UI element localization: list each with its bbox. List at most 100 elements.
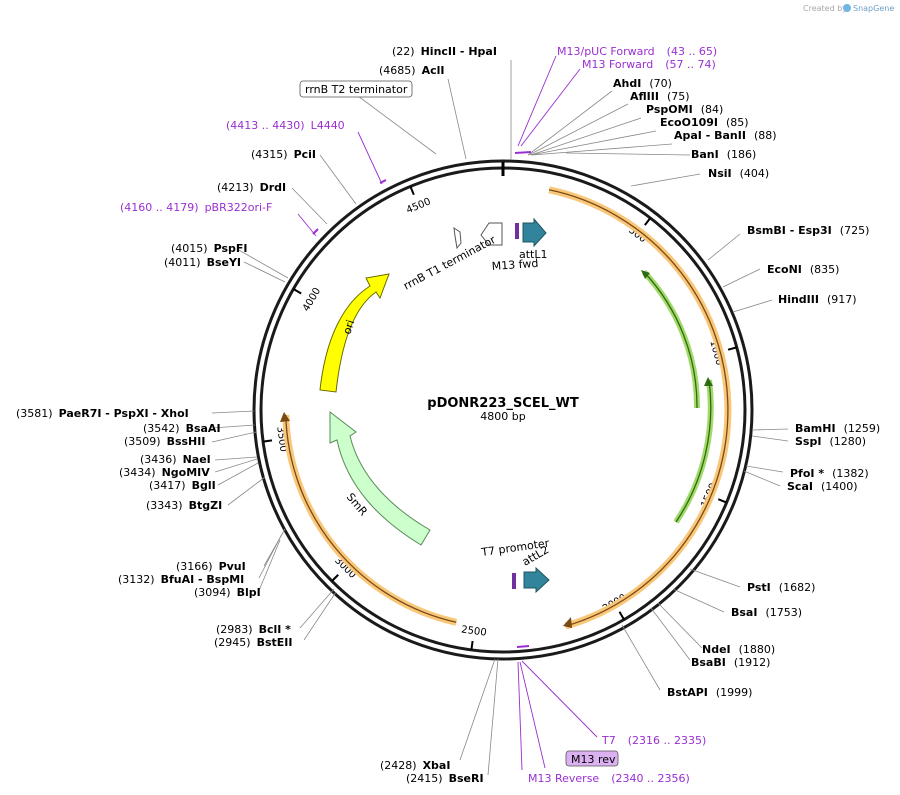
site-position: (3094) <box>194 586 231 599</box>
restriction-site-label[interactable]: (3343)BtgZI <box>146 499 222 512</box>
restriction-site-label[interactable]: (3417)BglI <box>149 479 216 492</box>
site-position: (2428) <box>380 759 417 772</box>
orf-right-arrowhead <box>563 617 572 628</box>
m13-rev-box[interactable]: M13 rev <box>565 750 619 767</box>
site-position: (22) <box>392 45 415 58</box>
restriction-site-label[interactable]: SspI (1280) <box>795 435 866 448</box>
tick-mark <box>470 640 474 651</box>
primer-labels: M13/pUC Forward(43 .. 65)M13 Forward(57 … <box>120 45 717 785</box>
restriction-site-label[interactable]: (3166)PvuI <box>176 560 246 573</box>
restriction-site-label[interactable]: EcoNI(835) <box>767 263 839 276</box>
primer-range: (4160 .. 4179) <box>120 201 199 214</box>
orf-green-inner-line <box>675 379 712 523</box>
rrnb-t2-label: rrnB T2 terminator <box>305 83 408 96</box>
restriction-site-label[interactable]: ApaI - BanII(88) <box>674 129 777 142</box>
restriction-site-label[interactable]: PstI(1682) <box>747 581 815 594</box>
site-position: (1382) <box>832 467 869 480</box>
rrnb-t2-terminator-box[interactable]: rrnB T2 terminator <box>299 80 413 98</box>
site-enzyme-name: NdeI <box>702 643 731 656</box>
site-enzyme-name: AclI <box>422 64 445 77</box>
restriction-site-label[interactable]: (3581)PaeR7I - PspXI - XhoI <box>16 407 189 420</box>
site-enzyme-name: PvuI <box>219 560 246 573</box>
restriction-site-label[interactable]: (4685)AclI <box>379 64 444 77</box>
tick-label: 2500 <box>460 624 487 638</box>
attl1-label: attL1 <box>519 248 548 261</box>
rrnb-t1-label: rrnB T1 terminator <box>401 233 498 293</box>
restriction-site-label[interactable]: BstAPI(1999) <box>667 686 752 699</box>
restriction-site-label[interactable]: PspOMI (84) <box>646 103 723 116</box>
restriction-site-label[interactable]: (2415)BseRI <box>406 772 484 785</box>
restriction-site-label[interactable]: (4213)DrdI <box>217 181 286 194</box>
tick-mark <box>644 217 652 226</box>
restriction-site-label[interactable]: EcoO109I(85) <box>660 116 749 129</box>
m13-rev-label: M13 rev <box>571 753 616 766</box>
site-position: (4015) <box>171 242 208 255</box>
primer-label[interactable]: T7(2316 .. 2335) <box>601 734 706 747</box>
primer-label[interactable]: (4413 .. 4430)L4440 <box>226 119 345 132</box>
plasmid-length: 4800 bp <box>480 410 525 423</box>
restriction-site-label[interactable]: BsmBI - Esp3I(725) <box>747 224 869 237</box>
restriction-site-label[interactable]: (3132)BfuAI - BspMI <box>118 573 244 586</box>
restriction-site-label[interactable]: (22) HincII - HpaI <box>392 45 497 58</box>
restriction-site-label[interactable]: PfoI *(1382) <box>790 467 869 480</box>
restriction-site-labels: (22) HincII - HpaI (4685)AclI AhdI(70)AflII… <box>16 45 880 785</box>
restriction-site-label[interactable]: BsaI(1753) <box>731 606 802 619</box>
site-enzyme-name: BamHI <box>795 422 836 435</box>
restriction-site-label[interactable]: (4015) PspFI <box>171 242 247 255</box>
primer-label[interactable]: M13 Forward(57 .. 74) <box>582 58 716 71</box>
attl2-feature[interactable] <box>523 566 550 594</box>
restriction-site-label[interactable]: (2428)XbaI <box>380 759 450 772</box>
site-position: (1753) <box>765 606 802 619</box>
restriction-site-label[interactable]: (3542)BsaAI <box>143 422 221 435</box>
restriction-site-label[interactable]: (4315)PciI <box>251 148 316 161</box>
primer-label[interactable]: M13/pUC Forward(43 .. 65) <box>557 45 717 58</box>
restriction-site-label[interactable]: (3434)NgoMIV <box>119 466 210 479</box>
attl1-feature[interactable] <box>522 217 547 248</box>
restriction-site-label[interactable]: NdeI (1880) <box>702 643 775 656</box>
site-position: (3434) <box>119 466 156 479</box>
restriction-site-label[interactable]: (4011)BseYI <box>164 256 241 269</box>
tick-mark <box>262 439 273 443</box>
site-enzyme-name: SspI <box>795 435 821 448</box>
smr-feature[interactable] <box>329 410 431 546</box>
restriction-site-label[interactable]: (2945)BstEII <box>214 636 292 649</box>
site-enzyme-name: PaeR7I - PspXI - XhoI <box>59 407 189 420</box>
restriction-site-label[interactable]: ScaI(1400) <box>787 480 858 493</box>
restriction-site-label[interactable]: AhdI(70) <box>613 77 672 90</box>
restriction-site-label[interactable]: NsiI(404) <box>708 167 769 180</box>
site-enzyme-name: BtgZI <box>189 499 223 512</box>
restriction-site-label[interactable]: BsaBI(1912) <box>691 656 770 669</box>
orf-green-inner-arrowhead <box>704 377 713 386</box>
restriction-site-label[interactable]: (3436)NaeI <box>140 453 211 466</box>
site-position: (3132) <box>118 573 155 586</box>
restriction-site-label[interactable]: (2983)BclI * <box>216 623 291 636</box>
site-position: (1880) <box>739 643 776 656</box>
site-enzyme-name: HindIII <box>778 293 819 306</box>
site-enzyme-name: PspOMI <box>646 103 693 116</box>
site-leader-lines <box>211 60 789 776</box>
site-enzyme-name: PspFI <box>214 242 248 255</box>
rrnb-t1-terminator-arrow[interactable] <box>480 222 503 246</box>
ori-feature[interactable] <box>319 273 390 393</box>
site-position: (1280) <box>829 435 866 448</box>
restriction-site-label[interactable]: BamHI(1259) <box>795 422 880 435</box>
primer-label[interactable]: M13 Reverse(2340 .. 2356) <box>528 772 690 785</box>
site-position: (85) <box>726 116 749 129</box>
restriction-site-label[interactable]: AflIII(75) <box>630 90 690 103</box>
primer-range: (2340 .. 2356) <box>611 772 690 785</box>
site-position: (2415) <box>406 772 443 785</box>
restriction-site-label[interactable]: BanI(186) <box>691 148 756 161</box>
m13-rev-marker <box>512 573 516 589</box>
site-enzyme-name: HincII - HpaI <box>421 45 497 58</box>
restriction-site-label[interactable]: HindIII(917) <box>778 293 857 306</box>
restriction-site-label[interactable]: (3094)BlpI <box>194 586 261 599</box>
site-enzyme-name: ApaI - BanII <box>674 129 746 142</box>
primer-label[interactable]: (4160 .. 4179)pBR322ori-F <box>120 201 272 214</box>
restriction-site-label[interactable]: (3509)BssHII <box>124 435 205 448</box>
site-position: (404) <box>740 167 770 180</box>
rrnb-t2-terminator-arrow[interactable] <box>453 226 462 250</box>
site-enzyme-name: BanI <box>691 148 719 161</box>
primer-binding-marks <box>312 151 532 648</box>
site-position: (84) <box>701 103 724 116</box>
